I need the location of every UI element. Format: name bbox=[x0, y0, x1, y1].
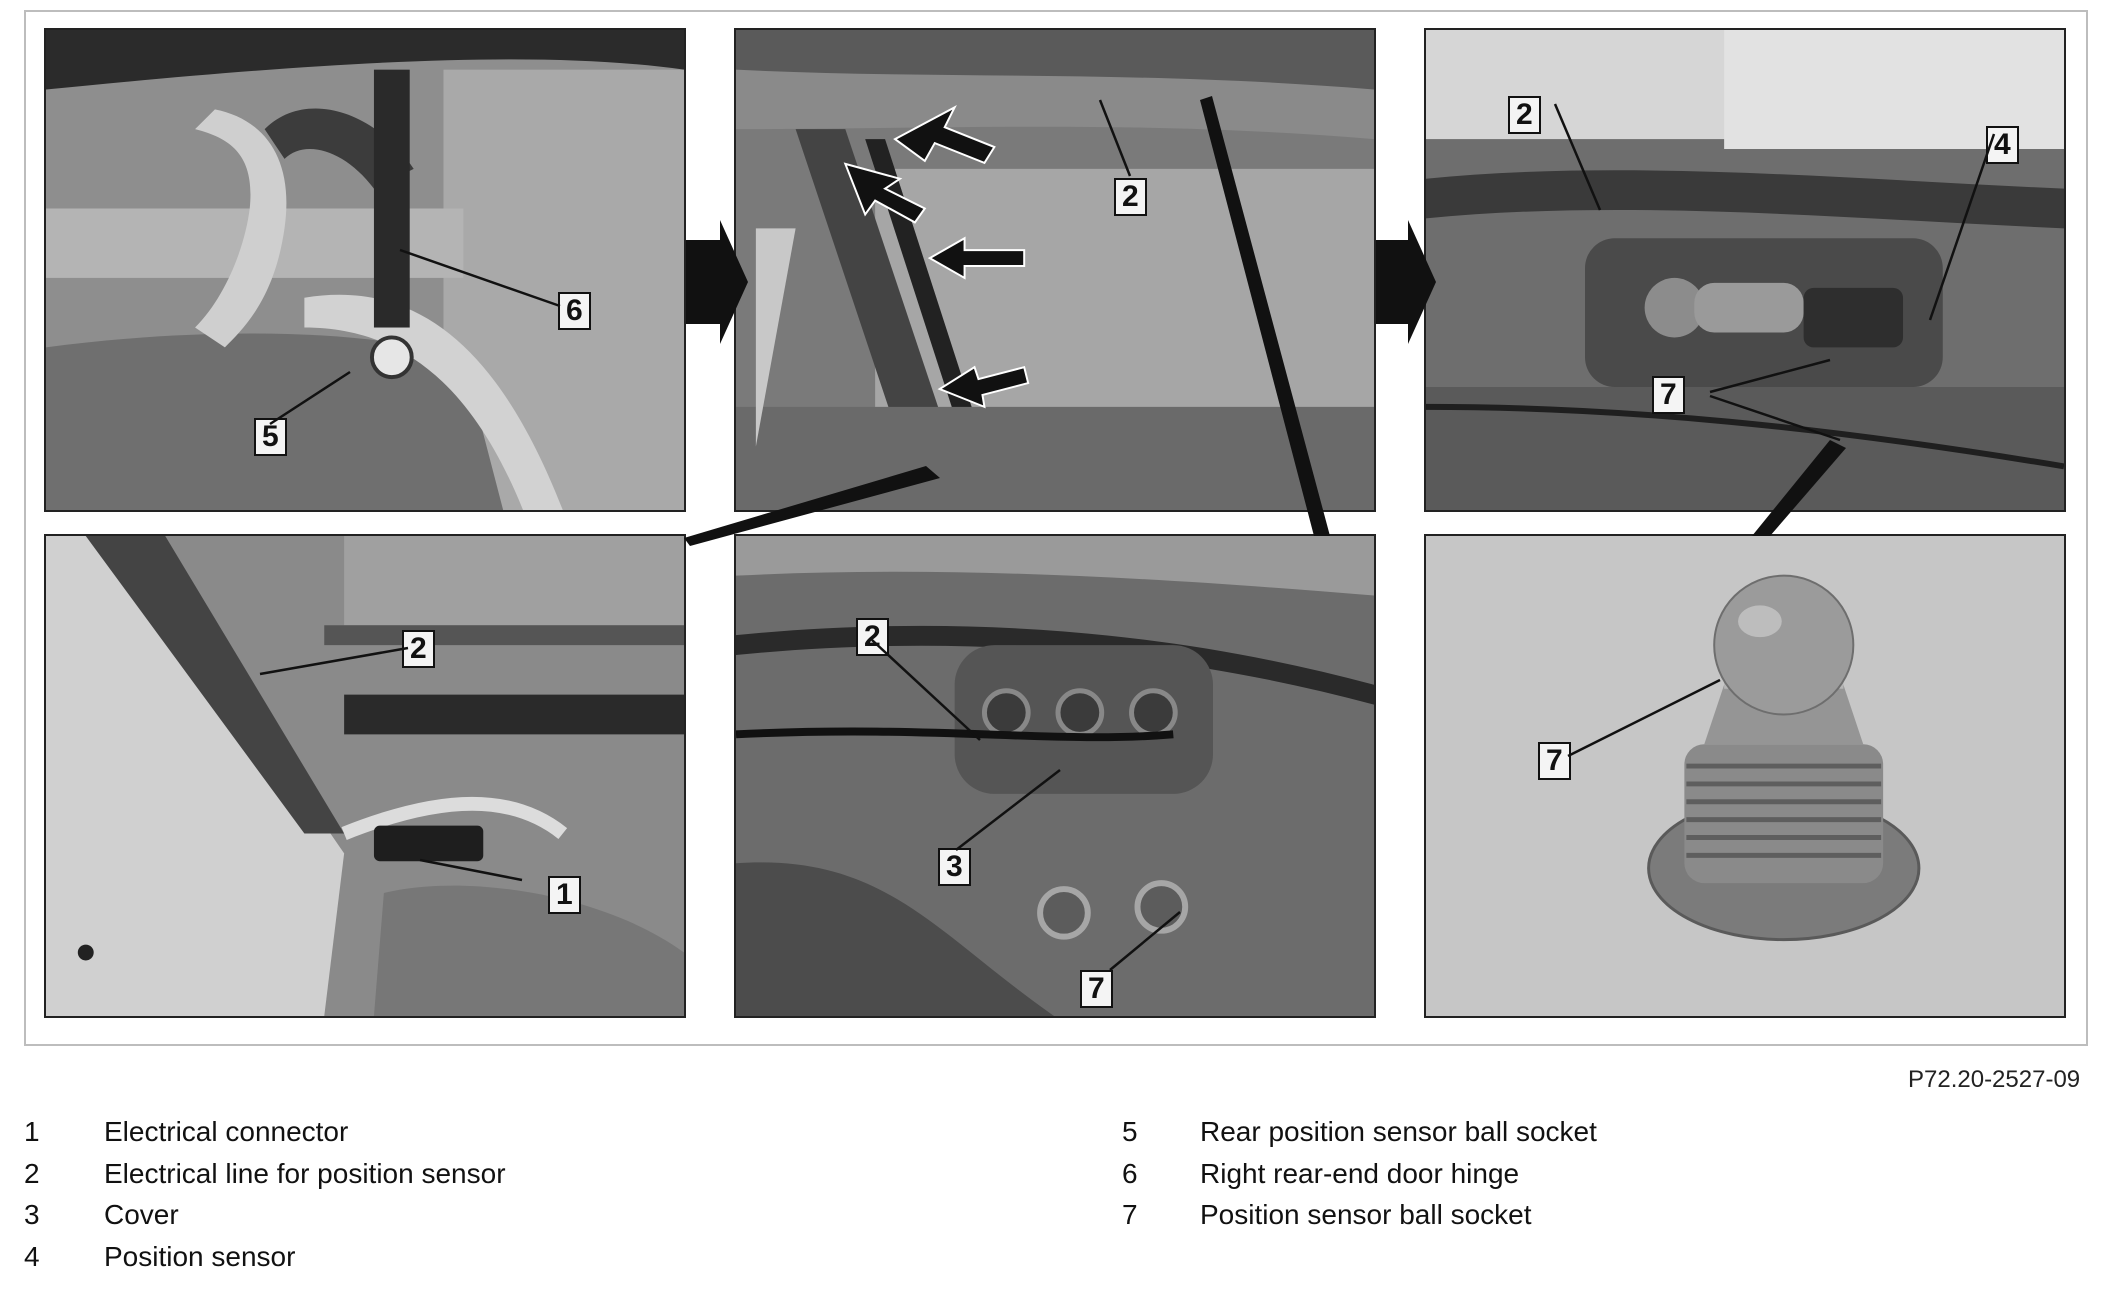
callout-6: 6 bbox=[558, 292, 591, 330]
legend-text: Rear position sensor ball socket bbox=[1200, 1116, 1597, 1147]
callout-4: 4 bbox=[1986, 126, 2019, 164]
legend-num: 7 bbox=[1122, 1199, 1138, 1230]
legend-num: 5 bbox=[1122, 1116, 1138, 1147]
legend-text: Right rear-end door hinge bbox=[1200, 1158, 1520, 1189]
callout-5: 5 bbox=[254, 418, 287, 456]
legend-num: 4 bbox=[24, 1241, 40, 1272]
legend-num: 6 bbox=[1122, 1158, 1138, 1189]
photo-panel-cover: 2 3 7 bbox=[734, 534, 1376, 1018]
legend-text: Position sensor bbox=[104, 1241, 296, 1272]
legend-text: Cover bbox=[104, 1199, 179, 1230]
callout-2: 2 bbox=[402, 630, 435, 668]
callout-7: 7 bbox=[1080, 970, 1113, 1008]
legend-text: Electrical line for position sensor bbox=[104, 1158, 506, 1189]
photo-panel-ball-socket-detail: 7 bbox=[1424, 534, 2066, 1018]
callout-2: 2 bbox=[1508, 96, 1541, 134]
legend-text: Electrical connector bbox=[104, 1116, 349, 1147]
legend-num: 1 bbox=[24, 1116, 40, 1147]
legend-num: 3 bbox=[24, 1199, 40, 1230]
photo-panel-position-sensor: 2 4 7 bbox=[1424, 28, 2066, 512]
photo-panel-hinge: 6 5 bbox=[44, 28, 686, 512]
callout-7: 7 bbox=[1538, 742, 1571, 780]
photo-panel-electrical-connector: 2 1 bbox=[44, 534, 686, 1018]
callout-3: 3 bbox=[938, 848, 971, 886]
legend-num: 2 bbox=[24, 1158, 40, 1189]
callout-7: 7 bbox=[1652, 376, 1685, 414]
callout-2: 2 bbox=[856, 618, 889, 656]
photo-panel-window-frame: 2 bbox=[734, 28, 1376, 512]
figure-reference: P72.20-2527-09 bbox=[1908, 1066, 2081, 1093]
legend-text: Position sensor ball socket bbox=[1200, 1199, 1532, 1230]
callout-2: 2 bbox=[1114, 178, 1147, 216]
callout-1: 1 bbox=[548, 876, 581, 914]
